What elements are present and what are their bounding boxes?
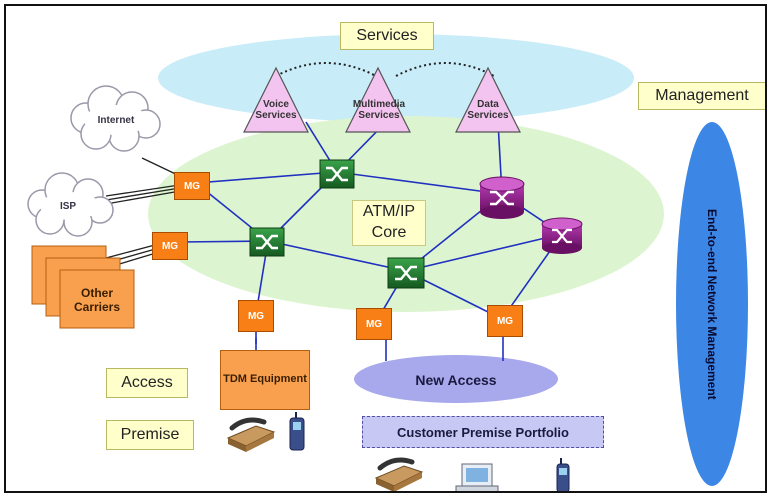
core-switch-bottom <box>387 257 425 289</box>
internet-cloud <box>70 85 161 152</box>
mobile-phone-icon <box>556 458 570 491</box>
tdm-equipment-box: TDM Equipment <box>220 350 310 410</box>
mobile-phone-icon <box>289 412 305 451</box>
desk-phone-icon <box>374 457 424 491</box>
data-services-label: Data Services <box>467 99 509 121</box>
mg-box-left: MG <box>152 232 188 260</box>
new-access-ellipse <box>354 355 558 403</box>
services-dotted-link <box>395 62 495 77</box>
core-switch-top <box>319 159 355 189</box>
customer-premise-portfolio-box: Customer Premise Portfolio <box>362 416 604 448</box>
mg-box-center: MG <box>356 308 392 340</box>
management-label: Management <box>638 82 765 110</box>
network-diagram <box>27 34 748 491</box>
core-switch-left <box>249 227 285 257</box>
voice-services-label: Voice Services <box>255 99 297 121</box>
management-ellipse <box>676 122 748 486</box>
carrier-box-front <box>59 269 135 329</box>
diagram-frame: Services Management Voice Services Multi… <box>4 4 767 493</box>
mg-box-right: MG <box>487 305 523 337</box>
purple-router-right <box>541 217 583 254</box>
new-access-label: New Access <box>415 372 497 388</box>
desk-phone-icon <box>226 417 276 452</box>
purple-router-top <box>479 176 525 219</box>
voice-services-triangle <box>243 66 309 133</box>
mg-box-tdm: MG <box>238 300 274 332</box>
isp-cloud <box>27 172 114 237</box>
multimedia-services-label: Multimedia Services <box>352 99 406 121</box>
services-label: Services <box>340 22 434 50</box>
internet-label: Internet <box>97 114 135 126</box>
access-label: Access <box>106 368 188 398</box>
end-to-end-management-label: End-to-end Network Management <box>705 208 719 400</box>
other-carriers-label: Other Carriers <box>73 285 121 314</box>
multimedia-services-triangle <box>345 66 411 133</box>
services-dotted-link <box>275 62 377 77</box>
mg-box-top-left: MG <box>174 172 210 200</box>
isp-label: ISP <box>59 200 77 212</box>
computer-icon <box>455 463 499 491</box>
data-services-triangle <box>455 66 521 133</box>
premise-label: Premise <box>106 420 194 450</box>
atm-ip-core-label: ATM/IP Core <box>352 200 426 246</box>
